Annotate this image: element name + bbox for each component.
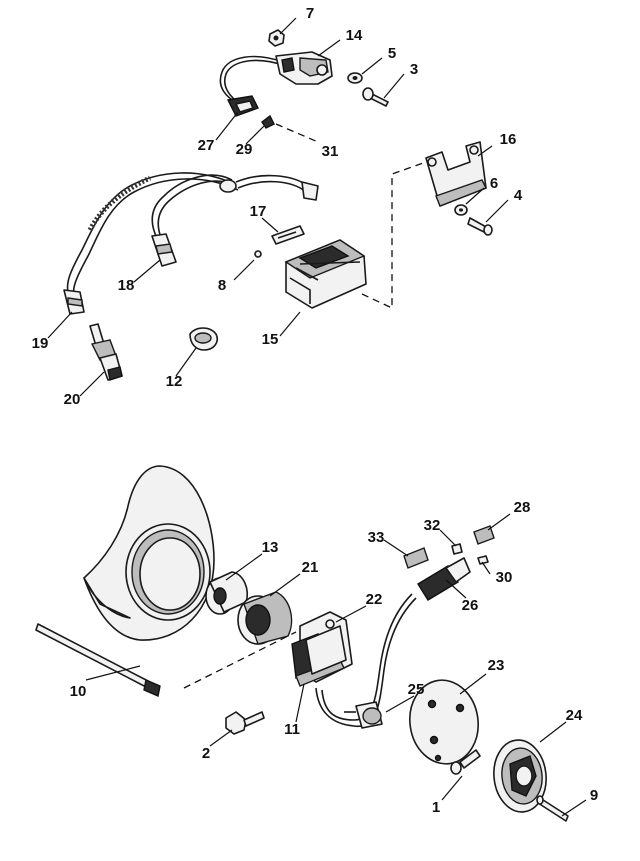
callout-27: 27 <box>198 137 215 154</box>
washer-5-part <box>347 72 363 84</box>
dashed-line-10-to-11 <box>183 631 297 689</box>
callout-16: 16 <box>500 131 517 148</box>
rotor-sleeve-25-part <box>344 701 383 729</box>
callout-2: 2 <box>202 745 210 762</box>
dashed-line-15-to-16 <box>361 161 427 310</box>
pin-9-part <box>536 795 569 822</box>
callout-28: 28 <box>514 499 531 516</box>
bracket-16-part <box>425 141 487 207</box>
sleeve-21-part <box>237 591 293 645</box>
callout-25: 25 <box>408 681 425 698</box>
callout-14: 14 <box>346 27 363 44</box>
connector-26-part <box>417 557 471 601</box>
ignition-module-22-part <box>291 611 353 687</box>
dashed-line-31 <box>275 123 319 143</box>
callout-33: 33 <box>368 529 385 546</box>
callout-5: 5 <box>388 45 396 62</box>
ignition-coil-15-part <box>254 239 367 309</box>
callout-7: 7 <box>306 5 314 22</box>
callout-11: 11 <box>284 721 300 738</box>
callout-29: 29 <box>236 141 253 158</box>
callout-3: 3 <box>410 61 418 78</box>
timer-cover-housing-part <box>83 465 215 641</box>
plate-23-part <box>409 679 479 765</box>
connector-27-part <box>226 95 259 117</box>
cable-tie-10-part <box>35 623 161 697</box>
callout-32: 32 <box>424 517 441 534</box>
callout-23: 23 <box>488 657 505 674</box>
pin-32-part <box>451 543 463 555</box>
callout-17: 17 <box>250 203 267 220</box>
callout-21: 21 <box>302 559 319 576</box>
callout-10: 10 <box>70 683 87 700</box>
callout-9: 9 <box>590 787 598 804</box>
terminal-28-part <box>473 525 495 545</box>
callout-1: 1 <box>432 799 440 816</box>
callout-numbers: 7 14 5 3 27 29 31 16 6 4 17 18 8 15 19 1… <box>32 5 599 816</box>
sensor-assembly-part <box>219 51 333 105</box>
spark-plug-20-part <box>89 323 123 381</box>
callout-30: 30 <box>496 569 513 586</box>
pin-30-part <box>477 555 489 565</box>
callout-18: 18 <box>118 277 135 294</box>
screw-1-part <box>450 749 481 775</box>
clip-29-part <box>261 114 275 129</box>
screw-2-part <box>225 711 265 735</box>
callout-15: 15 <box>262 331 279 348</box>
screw-4-part <box>467 217 493 236</box>
callout-22: 22 <box>366 591 383 608</box>
clip-12-part <box>189 327 219 351</box>
callout-31: 31 <box>322 143 339 160</box>
callout-6: 6 <box>490 175 498 192</box>
callout-4: 4 <box>514 187 523 204</box>
callout-20: 20 <box>64 391 81 408</box>
washer-6-part <box>454 204 468 216</box>
rotor-24-part <box>493 739 547 813</box>
terminal-33-part <box>403 547 429 569</box>
callout-13: 13 <box>262 539 279 556</box>
callout-8: 8 <box>218 277 226 294</box>
gasket-17-part <box>271 225 305 245</box>
callout-26: 26 <box>462 597 479 614</box>
callout-24: 24 <box>566 707 583 724</box>
callout-19: 19 <box>32 335 49 352</box>
callout-12: 12 <box>166 373 183 390</box>
screw-3-part <box>362 87 389 107</box>
leader-lines <box>47 17 587 817</box>
spark-plug-wire-19-part <box>63 172 239 315</box>
spark-plug-wire-18-part <box>151 174 319 267</box>
